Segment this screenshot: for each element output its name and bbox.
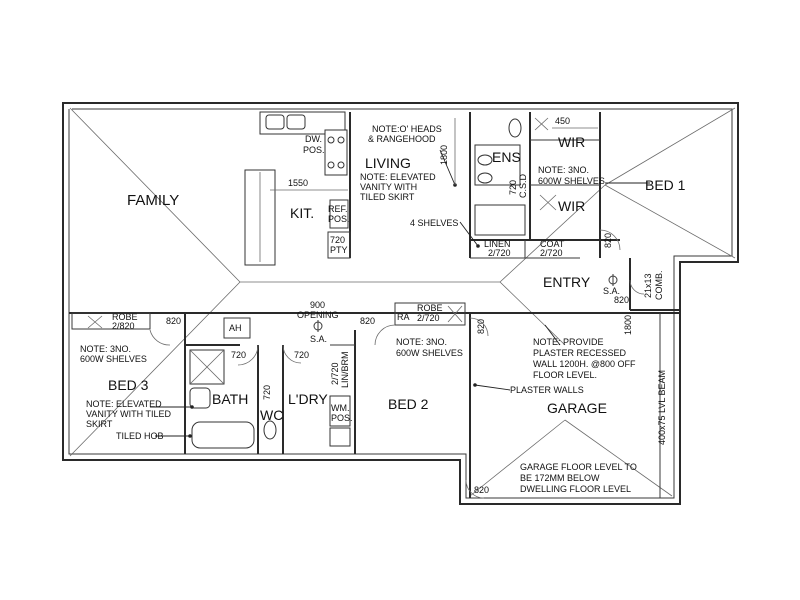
note-vanity-3: TILED SKIRT — [360, 192, 415, 202]
label-lin-brm: 2/720 — [330, 362, 340, 385]
dim-820-entry: 820 — [614, 295, 629, 305]
dimension-lines — [270, 118, 598, 191]
label-opening-2: OPENING — [297, 310, 339, 320]
annotations: DW. POS. REF. POS. 720 PTY NOTE:O' HEADS… — [80, 124, 667, 494]
label-robe-bed3: ROBE — [112, 312, 138, 322]
label-pty: 720 — [330, 235, 345, 245]
note-plaster-4: FLOOR LEVEL. — [533, 370, 597, 380]
room-labels: FAMILY KIT. LIVING ENS WIR WIR BED 1 ENT… — [108, 134, 686, 423]
room-living: LIVING — [365, 155, 411, 171]
label-wm-pos: WM. — [331, 403, 350, 413]
internal-walls — [69, 112, 680, 498]
note-bath-3: SKIRT — [86, 419, 113, 429]
dim-820-bed2: 820 — [476, 319, 486, 334]
garage-note-2: BE 172MM BELOW — [520, 473, 600, 483]
label-csd-2: C.S.D — [518, 173, 528, 198]
label-coat: COAT — [540, 239, 565, 249]
note-bed3-2: 600W SHELVES — [80, 354, 147, 364]
dim-1550: 1550 — [288, 178, 308, 188]
label-coat-2: 2/720 — [540, 248, 563, 258]
note-vanity: NOTE: ELEVATED — [360, 172, 436, 182]
note-wir-2: 600W SHELVES — [538, 176, 605, 186]
dim-820-garage-door: 820 — [474, 485, 489, 495]
label-wm-pos-2: POS. — [331, 413, 353, 423]
dimension-labels: 1550 1800 450 820 820 1800 820 820 820 7… — [166, 116, 633, 495]
note-heads-2: & RANGEHOOD — [368, 134, 436, 144]
dim-820-hall: 820 — [360, 316, 375, 326]
dim-820-bed3: 820 — [166, 316, 181, 326]
label-comb-2: COMB. — [654, 270, 664, 300]
label-csd: 720 — [508, 180, 518, 195]
label-comb: 21x13 — [643, 273, 653, 298]
label-dw-pos-2: POS. — [303, 145, 325, 155]
dim-1800: 1800 — [439, 145, 449, 165]
label-sa-hall: S.A. — [310, 334, 327, 344]
label-sa-entry: S.A. — [603, 286, 620, 296]
label-linen-2: 2/720 — [488, 248, 511, 258]
room-garage: GARAGE — [547, 400, 607, 416]
label-linen: LINEN — [484, 239, 511, 249]
label-ref-pos: REF. — [328, 204, 348, 214]
label-tiled-hob: TILED HOB — [116, 431, 164, 441]
room-wir-top: WIR — [558, 134, 585, 150]
label-ah: AH — [229, 323, 242, 333]
label-lvl-beam: 400x75 LVL BEAM — [657, 370, 667, 445]
room-ens: ENS — [492, 149, 521, 165]
room-wir-mid: WIR — [558, 198, 585, 214]
room-kit: KIT. — [290, 205, 314, 221]
room-bath: BATH — [212, 391, 248, 407]
roof-hip-lines — [69, 107, 736, 497]
garage-note: GARAGE FLOOR LEVEL TO — [520, 462, 637, 472]
note-wir: NOTE: 3NO. — [538, 165, 589, 175]
dim-1800-entry: 1800 — [623, 315, 633, 335]
dim-820-bed1: 820 — [603, 233, 613, 248]
dim-720-ldry: 720 — [294, 350, 309, 360]
room-bed2: BED 2 — [388, 396, 429, 412]
dim-450: 450 — [555, 116, 570, 126]
room-wc: WC — [260, 407, 283, 423]
label-lin-brm-2: LIN/BRM — [340, 351, 350, 388]
label-pty-2: PTY — [330, 245, 348, 255]
label-robe-bed2-2: 2/720 — [417, 313, 440, 323]
outer-walls — [62, 102, 739, 505]
note-plaster-2: PLASTER RECESSED — [533, 348, 627, 358]
label-dw-pos: DW. — [305, 134, 322, 144]
note-bed2: NOTE: 3NO. — [396, 337, 447, 347]
label-ra: RA — [397, 312, 410, 322]
dim-720-bath: 720 — [231, 350, 246, 360]
smoke-alarm-symbols — [313, 274, 618, 332]
label-plaster-walls: PLASTER WALLS — [510, 385, 584, 395]
label-ref-pos-2: POS. — [328, 214, 350, 224]
room-bed1: BED 1 — [645, 177, 686, 193]
room-bed3: BED 3 — [108, 377, 149, 393]
note-bath-2: VANITY WITH TILED — [86, 409, 172, 419]
note-bath: NOTE: ELEVATED — [86, 399, 162, 409]
note-bed3: NOTE: 3NO. — [80, 344, 131, 354]
note-heads: NOTE:O' HEADS — [372, 124, 442, 134]
door-swings — [149, 229, 645, 499]
note-bed2-2: 600W SHELVES — [396, 348, 463, 358]
dim-720-wc: 720 — [262, 385, 272, 400]
garage-note-3: DWELLING FLOOR LEVEL — [520, 484, 631, 494]
room-ldry: L'DRY — [288, 391, 328, 407]
note-vanity-2: VANITY WITH — [360, 182, 417, 192]
room-family: FAMILY — [127, 192, 179, 209]
fixtures — [87, 111, 557, 449]
note-plaster: NOTE: PROVIDE — [533, 337, 604, 347]
label-robe-bed3-2: 2/820 — [112, 321, 135, 331]
label-four-shelves: 4 SHELVES — [410, 218, 458, 228]
label-opening: 900 — [310, 300, 325, 310]
note-plaster-3: WALL 1200H. @800 OFF — [533, 359, 636, 369]
label-robe-bed2: ROBE — [417, 303, 443, 313]
room-entry: ENTRY — [543, 274, 591, 290]
